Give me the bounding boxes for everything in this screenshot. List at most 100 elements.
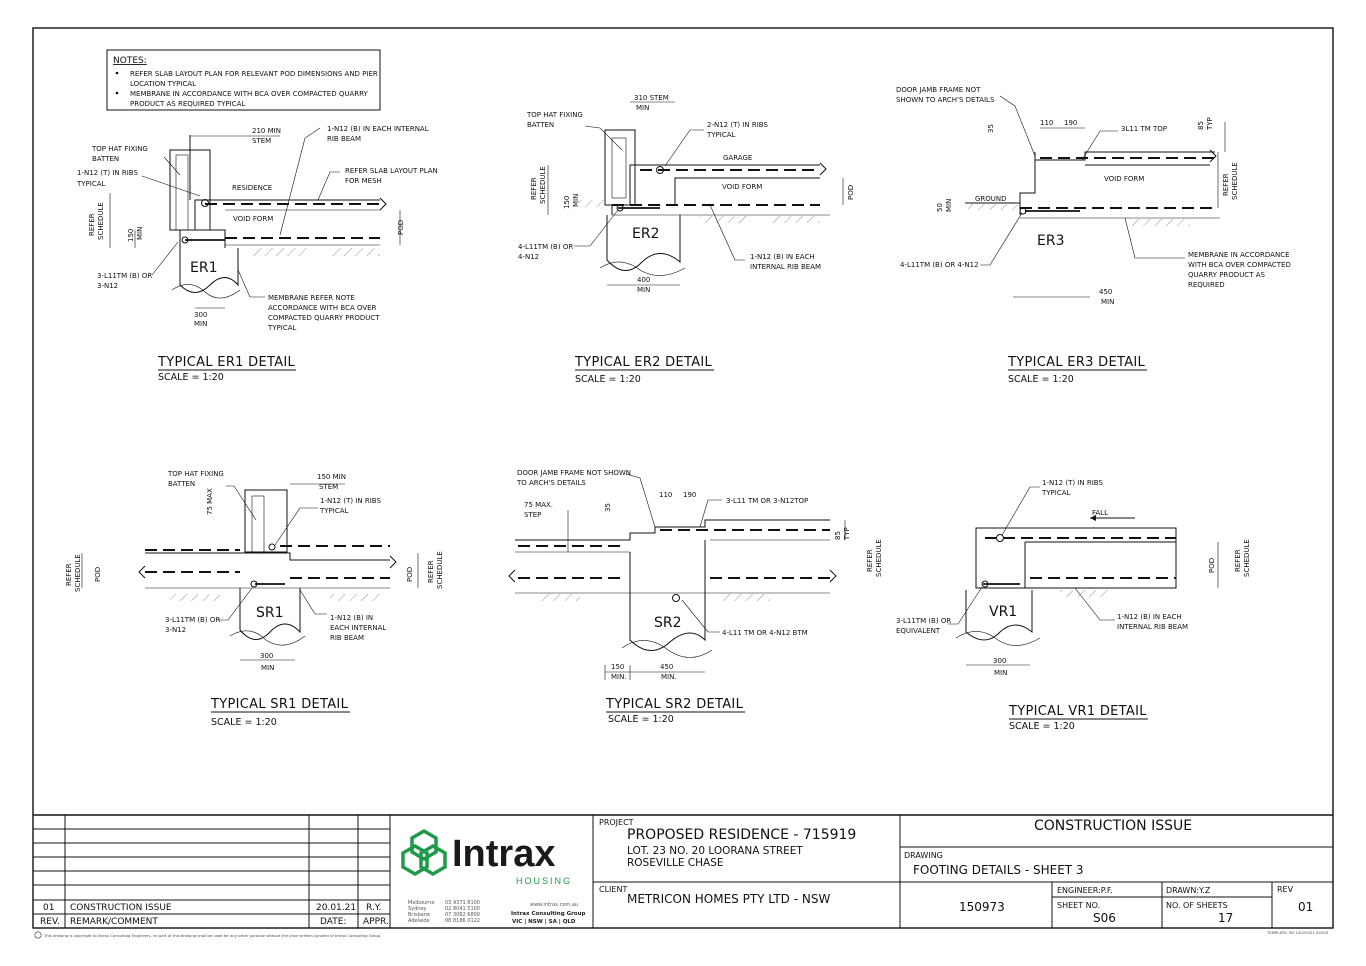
sr1-hat2: BATTEN [168, 480, 195, 488]
er3-top: 3L11 TM TOP [1121, 125, 1167, 133]
er1-mem4: TYPICAL [267, 324, 297, 332]
vr1-refer2: SCHEDULE [1243, 539, 1251, 577]
sr1-tag: SR1 [256, 605, 284, 621]
nsheets-label: NO. OF SHEETS [1166, 901, 1228, 910]
er2-void: VOID FORM [722, 183, 762, 191]
sr2-d110: 110 [659, 491, 672, 499]
sr1-bars1: 3-L11TM (B) OR [165, 616, 220, 624]
vr1-detail: 1-N12 (T) IN RIBS TYPICAL FALL POD REFER… [896, 479, 1251, 732]
logo-city-3: Brisbane [408, 912, 430, 918]
sr2-top: 3-L11 TM OR 3-N12TOP [726, 497, 808, 505]
er3-void: VOID FORM [1104, 175, 1144, 183]
rev-header-remark: REMARK/COMMENT [70, 917, 158, 927]
sr2-w450: 450 [660, 663, 673, 671]
er2-d150: 150 [563, 196, 571, 209]
rev-header-date: DATE: [320, 917, 346, 927]
copyright-icon [34, 931, 42, 939]
sr1-pod2: POD [406, 567, 414, 582]
sr2-title: TYPICAL SR2 DETAIL [605, 697, 744, 712]
er3-dmin: MIN [945, 199, 953, 212]
rev-row-1-date: 20.01.21 [316, 903, 356, 913]
er3-refer2: SCHEDULE [1231, 162, 1239, 200]
note-1a: REFER SLAB LAYOUT PLAN FOR RELEVANT POD … [130, 70, 378, 78]
er2-rib1: 1-N12 (B) IN EACH [750, 253, 815, 261]
er1-mem1: MEMBRANE REFER NOTE [268, 294, 355, 302]
sr2-door1: DOOR JAMB FRAME NOT SHOWN [517, 469, 631, 477]
drawing-title: FOOTING DETAILS - SHEET 3 [913, 863, 1084, 877]
er2-hat1: TOP HAT FIXING [526, 111, 583, 119]
sr2-detail: DOOR JAMB FRAME NOT SHOWN TO ARCH'S DETA… [508, 469, 883, 725]
drawing-label: DRAWING [904, 851, 943, 860]
er1-detail: TOP HAT FIXING BATTEN 1-N12 (T) IN RIBS … [76, 125, 438, 383]
er1-stem1: 210 MIN [252, 127, 281, 135]
sr2-max2: STEP [524, 511, 541, 519]
er3-mem4: REQUIRED [1188, 281, 1225, 289]
logo-group: Intrax Consulting Group [511, 911, 585, 917]
sr1-title: TYPICAL SR1 DETAIL [210, 697, 349, 712]
er1-bars2: 3-N12 [97, 282, 118, 290]
rev-row-1-rev: 01 [43, 903, 54, 913]
er1-w300: 300 [194, 311, 207, 319]
sr1-refer2: SCHEDULE [74, 554, 82, 592]
project-name: PROPOSED RESIDENCE - 715919 [627, 827, 856, 843]
drawing-status: CONSTRUCTION ISSUE [1034, 818, 1192, 834]
sr1-bars2: 3-N12 [165, 626, 186, 634]
sr1-detail: TOP HAT FIXING BATTEN 75 MAX 150 MIN STE… [65, 470, 444, 728]
er2-wmin: MIN [637, 286, 650, 294]
er2-bars2: 4-N12 [518, 253, 539, 261]
er3-w450: 450 [1099, 288, 1112, 296]
er2-hat2: BATTEN [527, 121, 554, 129]
sr2-tag: SR2 [654, 615, 682, 631]
logo-city-4: Adelaide [408, 918, 430, 924]
er1-stem2: STEM [252, 137, 271, 145]
er3-bars: 4-L11TM (B) OR 4-N12 [900, 261, 979, 269]
rev-value: 01 [1298, 900, 1313, 914]
sr1-rib1: 1-N12 (B) IN [330, 614, 373, 622]
er1-slab2: FOR MESH [345, 177, 382, 185]
vr1-scale: SCALE = 1:20 [1009, 721, 1075, 732]
er3-d35: 35 [987, 124, 995, 133]
vr1-wmin: MIN [994, 669, 1007, 677]
er3-title: TYPICAL ER3 DETAIL [1007, 355, 1146, 370]
er3-mem1: MEMBRANE IN ACCORDANCE [1188, 251, 1290, 259]
sr2-d35: 35 [604, 503, 612, 512]
vr1-n12b: TYPICAL [1041, 489, 1071, 497]
nsheets-value: 17 [1218, 911, 1233, 925]
er2-garage: GARAGE [723, 154, 752, 162]
title-block: 01 CONSTRUCTION ISSUE 20.01.21 R.Y. REV.… [33, 814, 1333, 928]
er2-n12a: 2-N12 (T) IN RIBS [707, 121, 768, 129]
er1-slab1: REFER SLAB LAYOUT PLAN [345, 167, 438, 175]
sr2-d85: 85 [834, 531, 842, 540]
job-number: 150973 [959, 900, 1005, 914]
er1-dmin: MIN [136, 227, 144, 240]
er1-n12b: TYPICAL [76, 180, 106, 188]
sr1-pod: POD [94, 567, 102, 582]
drawn-by: DRAWN:Y.Z [1166, 886, 1211, 895]
vr1-refer1: REFER [1234, 549, 1242, 572]
sr1-stem2: STEM [319, 483, 338, 491]
sr1-rib3: RIB BEAM [330, 634, 364, 642]
sr1-stem1: 150 MIN [317, 473, 346, 481]
sr2-scale: SCALE = 1:20 [608, 714, 674, 725]
sr2-wmin: MIN. [611, 673, 627, 681]
logo-city-2: Sydney [408, 906, 427, 912]
er1-pod: POD [397, 220, 405, 235]
er1-mem3: COMPACTED QUARRY PRODUCT [268, 314, 380, 322]
vr1-bars1: 3-L11TM (B) OR [896, 617, 951, 625]
sr2-w150: 150 [611, 663, 624, 671]
sheet-border [32, 27, 1334, 929]
logo-phone-1: 03 9371 8100 [445, 900, 480, 906]
revision-table: 01 CONSTRUCTION ISSUE 20.01.21 R.Y. REV.… [33, 815, 391, 928]
vr1-rib2: INTERNAL RIB BEAM [1117, 623, 1188, 631]
er1-n12a: 1-N12 (T) IN RIBS [77, 169, 138, 177]
note-2a: MEMBRANE IN ACCORDANCE WITH BCA OVER COM… [130, 90, 369, 98]
logo-hexagon-icon [401, 828, 447, 877]
rev-header-rev: REV. [40, 917, 60, 927]
rev-header-appr: APPR. [363, 917, 389, 927]
er2-stem1: 310 STEM [634, 94, 669, 102]
er3-d190: 190 [1064, 119, 1077, 127]
er3-detail: DOOR JAMB FRAME NOT SHOWN TO ARCH'S DETA… [896, 86, 1291, 385]
intrax-logo: Intrax HOUSING Melbourne Sydney Brisbane… [401, 828, 585, 925]
vr1-w300: 300 [993, 657, 1006, 665]
